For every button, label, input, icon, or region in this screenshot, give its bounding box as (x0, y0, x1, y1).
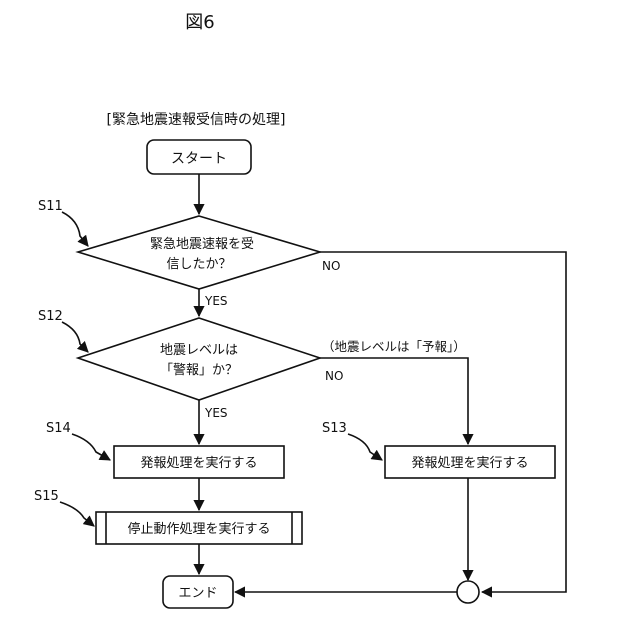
step-label-s12: S12 (38, 309, 63, 324)
edge-note-d2-no: （地震レベルは「予報」） (322, 339, 466, 354)
edge-d1-no (320, 252, 566, 592)
merge-connector (457, 581, 479, 603)
leader-s15 (60, 502, 94, 526)
decision-s12: 地震レベルは 「警報」か？ (78, 318, 320, 400)
leader-s11 (62, 212, 88, 246)
start-label: スタート (171, 151, 227, 167)
edge-label-d2-yes: YES (204, 406, 228, 420)
decision-s11-line2: 信したか？ (166, 257, 231, 272)
process-s13-label: 発報処理を実行する (411, 455, 528, 471)
edge-label-d1-no: NO (322, 259, 340, 273)
decision-s11-line1: 緊急地震速報を受 (150, 237, 254, 252)
step-label-s13: S13 (322, 421, 347, 436)
leader-s13 (348, 434, 382, 460)
start-node: スタート (147, 140, 251, 174)
step-label-s11: S11 (38, 199, 63, 214)
decision-s12-line1: 地震レベルは (160, 343, 238, 358)
process-s15: 停止動作処理を実行する (96, 512, 302, 544)
process-s15-label: 停止動作処理を実行する (127, 521, 270, 537)
edge-label-d1-yes: YES (204, 294, 228, 308)
edge-label-d2-no: NO (325, 369, 343, 383)
leader-s14 (72, 434, 110, 460)
end-label: エンド (178, 586, 217, 601)
decision-s11: 緊急地震速報を受 信したか？ (78, 216, 320, 289)
end-node: エンド (163, 576, 233, 608)
process-s14-label: 発報処理を実行する (140, 455, 257, 471)
process-s14: 発報処理を実行する (114, 446, 284, 478)
step-label-s15: S15 (34, 489, 59, 504)
caption: [緊急地震速報受信時の処理] (107, 112, 286, 128)
process-s13: 発報処理を実行する (385, 446, 555, 478)
figure-label: 図6 (185, 12, 214, 33)
leader-s12 (62, 322, 88, 352)
step-label-s14: S14 (46, 421, 71, 436)
decision-s12-line2: 「警報」か？ (160, 362, 238, 378)
